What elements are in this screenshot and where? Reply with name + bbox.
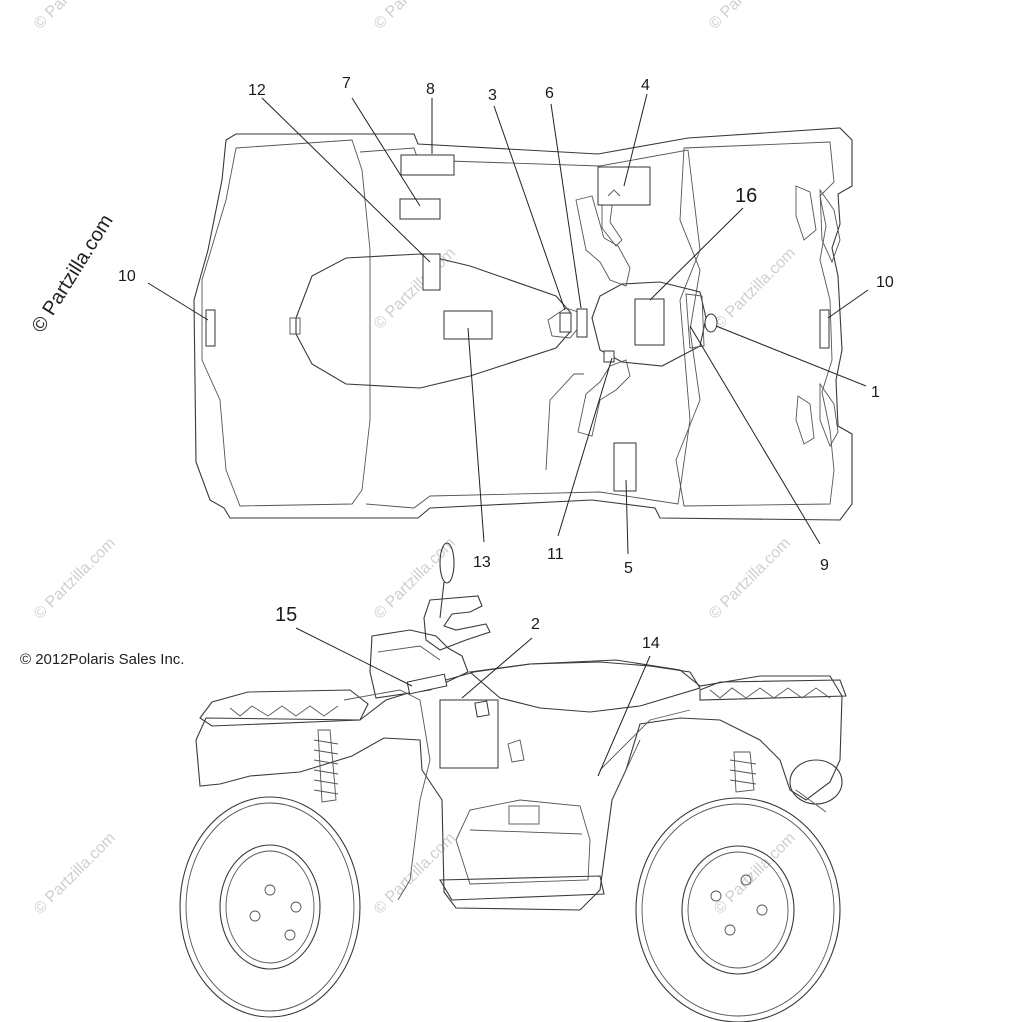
decal-2-label [474, 700, 490, 718]
decal-7 [399, 198, 441, 220]
decal-10-front [819, 309, 830, 349]
callout-11: 11 [547, 546, 564, 563]
rear-wheel [179, 796, 361, 1018]
callout-16: 16 [735, 185, 757, 207]
decal-15 [406, 673, 448, 695]
decal-12 [422, 253, 441, 291]
decal-13 [443, 310, 493, 340]
watermark: © Partzilla.com [711, 830, 799, 918]
decal-10-rear [205, 309, 216, 347]
callout-8: 8 [426, 81, 435, 98]
decal-16 [634, 298, 665, 346]
copyright-notice: © 2012Polaris Sales Inc. [20, 651, 184, 668]
callout-9: 9 [820, 557, 829, 574]
watermark: © Partzilla.com [706, 0, 794, 33]
brand-watermark: © Partzilla.com [28, 211, 118, 337]
callout-7: 7 [342, 75, 351, 92]
front-wheel [635, 797, 841, 1022]
callout-10-front: 10 [876, 274, 894, 291]
callout-6: 6 [545, 85, 554, 102]
watermark: © Partzilla.com [706, 535, 794, 623]
callout-13: 13 [473, 554, 491, 571]
decal-5 [613, 442, 637, 492]
callout-numbers: 12 7 8 3 6 4 16 10 10 1 13 11 5 9 15 2 1… [118, 75, 894, 652]
top-view-decals [205, 154, 830, 492]
watermark: © Partzilla.com [371, 535, 459, 623]
decal-11 [603, 350, 615, 363]
watermark: © Partzilla.com [31, 0, 119, 33]
decal-6 [576, 308, 588, 338]
atv-side-view [179, 542, 847, 1022]
callout-1: 1 [871, 384, 880, 401]
callout-2: 2 [531, 616, 540, 633]
callout-10-rear: 10 [118, 268, 136, 285]
decal-3 [559, 312, 572, 333]
watermark: © Partzilla.com [371, 0, 459, 33]
watermark: © Partzilla.com [711, 245, 799, 333]
leader-lines [147, 93, 869, 777]
side-view-decals [406, 673, 525, 769]
atv-top-view [193, 127, 853, 521]
watermark: © Partzilla.com [31, 535, 119, 623]
callout-5: 5 [624, 560, 633, 577]
decal-1 [704, 313, 718, 333]
callout-14: 14 [642, 635, 660, 652]
callout-3: 3 [488, 87, 497, 104]
decal-8 [400, 154, 455, 176]
callout-4: 4 [641, 77, 650, 94]
callout-12: 12 [248, 82, 266, 99]
watermark: © Partzilla.com [31, 830, 119, 918]
callout-15: 15 [275, 604, 297, 626]
decal-2 [439, 699, 499, 769]
